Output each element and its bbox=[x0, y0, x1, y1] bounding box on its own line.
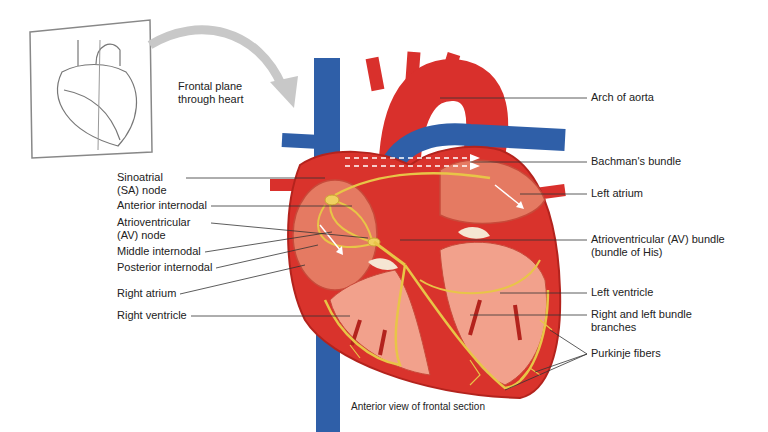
part-label: Posterior internodal bbox=[117, 261, 212, 274]
inset-plane bbox=[30, 20, 152, 158]
part-label: Bachman's bundle bbox=[591, 155, 681, 168]
part-label: Arch of aorta bbox=[591, 91, 654, 104]
part-label: Atrioventricular (AV) bundle (bundle of … bbox=[591, 233, 731, 259]
conduction-system bbox=[318, 154, 552, 388]
part-label: Right and left bundle branches bbox=[591, 308, 706, 334]
heart-body bbox=[288, 147, 560, 398]
caption: Anterior view of frontal section bbox=[351, 401, 485, 413]
part-label: Atrioventricular (AV) node bbox=[117, 216, 207, 242]
inset-label: Frontal plane through heart bbox=[178, 80, 263, 106]
part-label: Purkinje fibers bbox=[591, 347, 661, 360]
part-label: Right atrium bbox=[117, 287, 176, 300]
great-vessels bbox=[270, 52, 565, 432]
part-label: Left ventricle bbox=[591, 286, 653, 299]
plane-arrow bbox=[150, 30, 298, 108]
part-label: Anterior internodal bbox=[117, 199, 207, 212]
part-label: Left atrium bbox=[591, 187, 643, 200]
part-label: Right ventricle bbox=[117, 309, 187, 322]
part-label: Middle internodal bbox=[117, 245, 201, 258]
leader-lines bbox=[180, 98, 587, 390]
part-label: Sinoatrial (SA) node bbox=[117, 171, 182, 197]
